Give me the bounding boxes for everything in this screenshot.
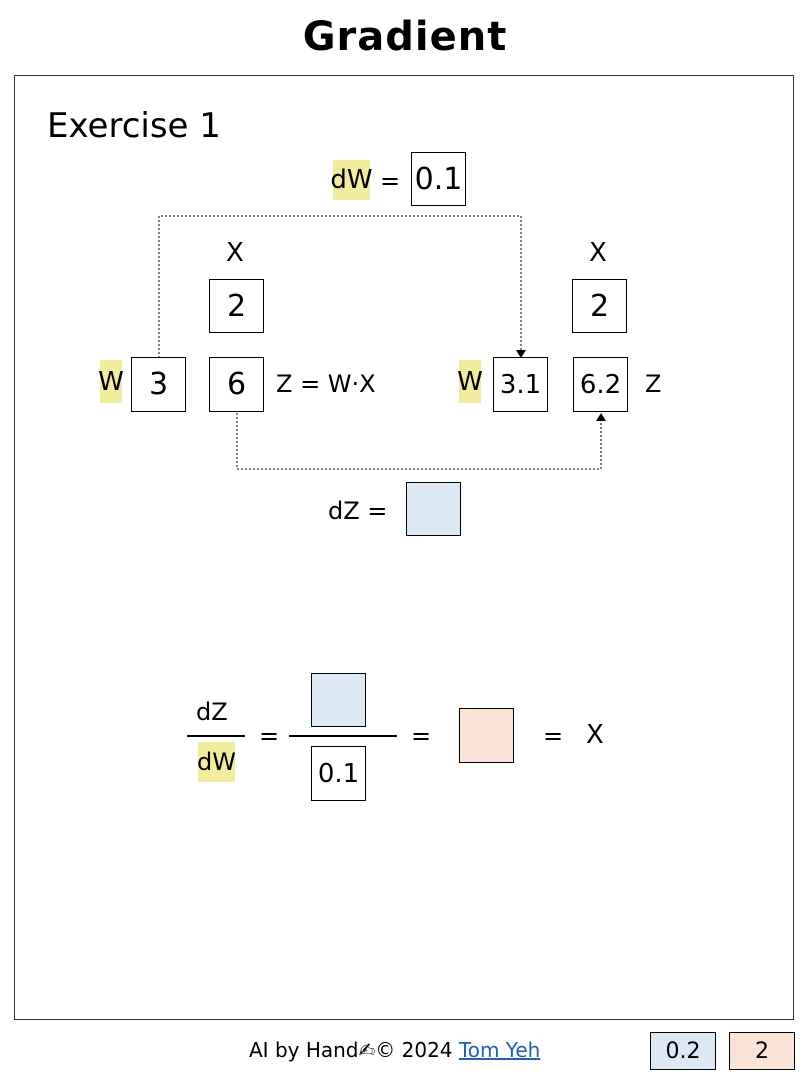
dw-value-box: 0.1 xyxy=(411,152,466,206)
gradient-answer-box[interactable] xyxy=(459,708,514,763)
left-x-label: X xyxy=(226,238,244,268)
exercise-frame xyxy=(14,75,794,1020)
dz-connector xyxy=(236,413,602,470)
right-w-label: W xyxy=(457,360,483,403)
dz-answer-box[interactable] xyxy=(406,482,461,536)
footer-credit: AI by Hand✍© 2024 Tom Yeh xyxy=(249,1038,540,1062)
equation-equals-2: = xyxy=(411,722,432,750)
right-w-box: 3.1 xyxy=(493,357,548,412)
denominator-value-box: 0.1 xyxy=(311,746,366,801)
pen-icon: ✍ xyxy=(358,1038,376,1062)
fraction-bar-right xyxy=(289,735,397,737)
left-w-box: 3 xyxy=(131,357,186,412)
left-w-label: W xyxy=(98,360,124,403)
answer-key-dz: 0.2 xyxy=(650,1032,716,1070)
left-z-box: 6 xyxy=(209,357,264,412)
dw-equals: = xyxy=(380,167,401,195)
equation-rhs-x: X xyxy=(586,720,604,750)
fraction-numerator: dZ xyxy=(196,698,228,726)
answer-key-gradient: 2 xyxy=(729,1032,795,1070)
dw-arrowhead xyxy=(516,350,526,358)
left-x-box: 2 xyxy=(209,279,264,333)
right-z-label: Z xyxy=(645,370,662,398)
numerator-answer-box[interactable] xyxy=(311,673,366,727)
z-formula: Z = W·X xyxy=(276,370,376,398)
right-x-label: X xyxy=(589,238,607,268)
fraction-bar-left xyxy=(187,735,245,737)
footer-brand: AI by Hand xyxy=(249,1038,359,1062)
dw-connector xyxy=(158,215,522,358)
right-z-box: 6.2 xyxy=(573,357,628,412)
footer-copyright: © 2024 xyxy=(375,1038,453,1062)
equation-equals-3: = xyxy=(543,722,564,750)
fraction-denominator: dW xyxy=(197,742,236,782)
dw-label: dW xyxy=(330,160,373,200)
equation-equals-1: = xyxy=(259,722,280,750)
author-link[interactable]: Tom Yeh xyxy=(458,1038,541,1062)
exercise-heading: Exercise 1 xyxy=(47,106,221,146)
right-x-box: 2 xyxy=(572,279,627,333)
dz-arrowhead xyxy=(596,413,606,421)
page-title: Gradient xyxy=(302,14,508,60)
dz-label: dZ = xyxy=(328,497,388,525)
